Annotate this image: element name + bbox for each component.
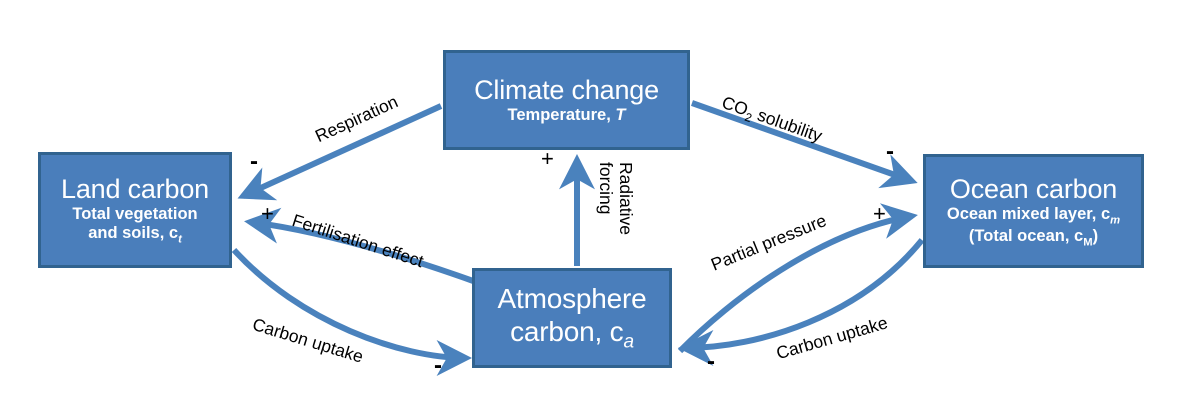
- ocean-carbon-sub1-text: Ocean mixed layer, c: [946, 204, 1111, 223]
- ocean-carbon-sub1-subscript: m: [1110, 214, 1121, 227]
- sign-co2-solubility: -: [886, 138, 894, 165]
- ocean-carbon-subtitle-line2: (Total ocean, cM): [969, 227, 1098, 249]
- sign-fertilisation-effect: +: [261, 201, 274, 226]
- node-atmosphere-carbon[interactable]: Atmosphere carbon, ca: [472, 268, 672, 368]
- edge-label-radiative-forcing-line1: Radiative: [616, 162, 636, 235]
- edge-carbon-uptake-land: [231, 247, 473, 376]
- land-carbon-sub2-text: and soils, c: [88, 223, 179, 242]
- respiration-arrow: [237, 103, 443, 201]
- atmosphere-carbon-title-line1: Atmosphere: [497, 282, 647, 314]
- climate-change-title: Climate change: [474, 75, 659, 106]
- ocean-carbon-sub2-subscript: M: [1083, 235, 1093, 248]
- node-climate-change[interactable]: Climate change Temperature, T: [443, 50, 690, 150]
- sign-carbon-uptake-ocean: -: [707, 348, 715, 375]
- co2-solubility-arrow: [690, 100, 918, 189]
- node-land-carbon[interactable]: Land carbon Total vegetation and soils, …: [38, 152, 232, 268]
- atmosphere-carbon-title-subscript: a: [623, 331, 634, 353]
- climate-change-sub-variable: T: [615, 106, 626, 125]
- edge-label-radiative-forcing-line2: forcing: [596, 162, 616, 215]
- sign-respiration: -: [250, 148, 258, 175]
- land-carbon-subtitle-line2: and soils, ct: [88, 224, 182, 246]
- ocean-carbon-sub2-close: ): [1092, 226, 1099, 245]
- sign-carbon-uptake-land: -: [434, 352, 442, 379]
- climate-change-subtitle: Temperature, T: [508, 106, 626, 124]
- carbon-uptake-land-arrow: [231, 247, 473, 376]
- ocean-carbon-title: Ocean carbon: [949, 173, 1118, 204]
- land-carbon-sub2-subscript: t: [178, 233, 182, 246]
- node-ocean-carbon[interactable]: Ocean carbon Ocean mixed layer, cm (Tota…: [923, 154, 1144, 268]
- edge-respiration: [237, 103, 443, 201]
- edge-fertilisation-effect: [244, 207, 478, 285]
- land-carbon-title: Land carbon: [61, 174, 209, 205]
- edge-carbon-uptake-ocean: [677, 238, 925, 366]
- carbon-uptake-ocean-arrow: [677, 238, 925, 366]
- sign-partial-pressure: +: [873, 201, 886, 226]
- ocean-carbon-subtitle-line1: Ocean mixed layer, cm: [947, 205, 1120, 227]
- fertilisation-effect-arrow: [244, 207, 478, 285]
- land-carbon-subtitle-line1: Total vegetation: [72, 205, 198, 224]
- atmosphere-carbon-title-text: carbon, c: [510, 315, 624, 347]
- sign-radiative-forcing: +: [541, 146, 554, 171]
- atmosphere-carbon-title-line2: carbon, ca: [510, 315, 634, 354]
- edge-co2-solubility: [690, 100, 918, 189]
- climate-change-sub-text: Temperature,: [507, 106, 616, 125]
- ocean-carbon-sub2-open: (Total ocean, c: [968, 226, 1084, 245]
